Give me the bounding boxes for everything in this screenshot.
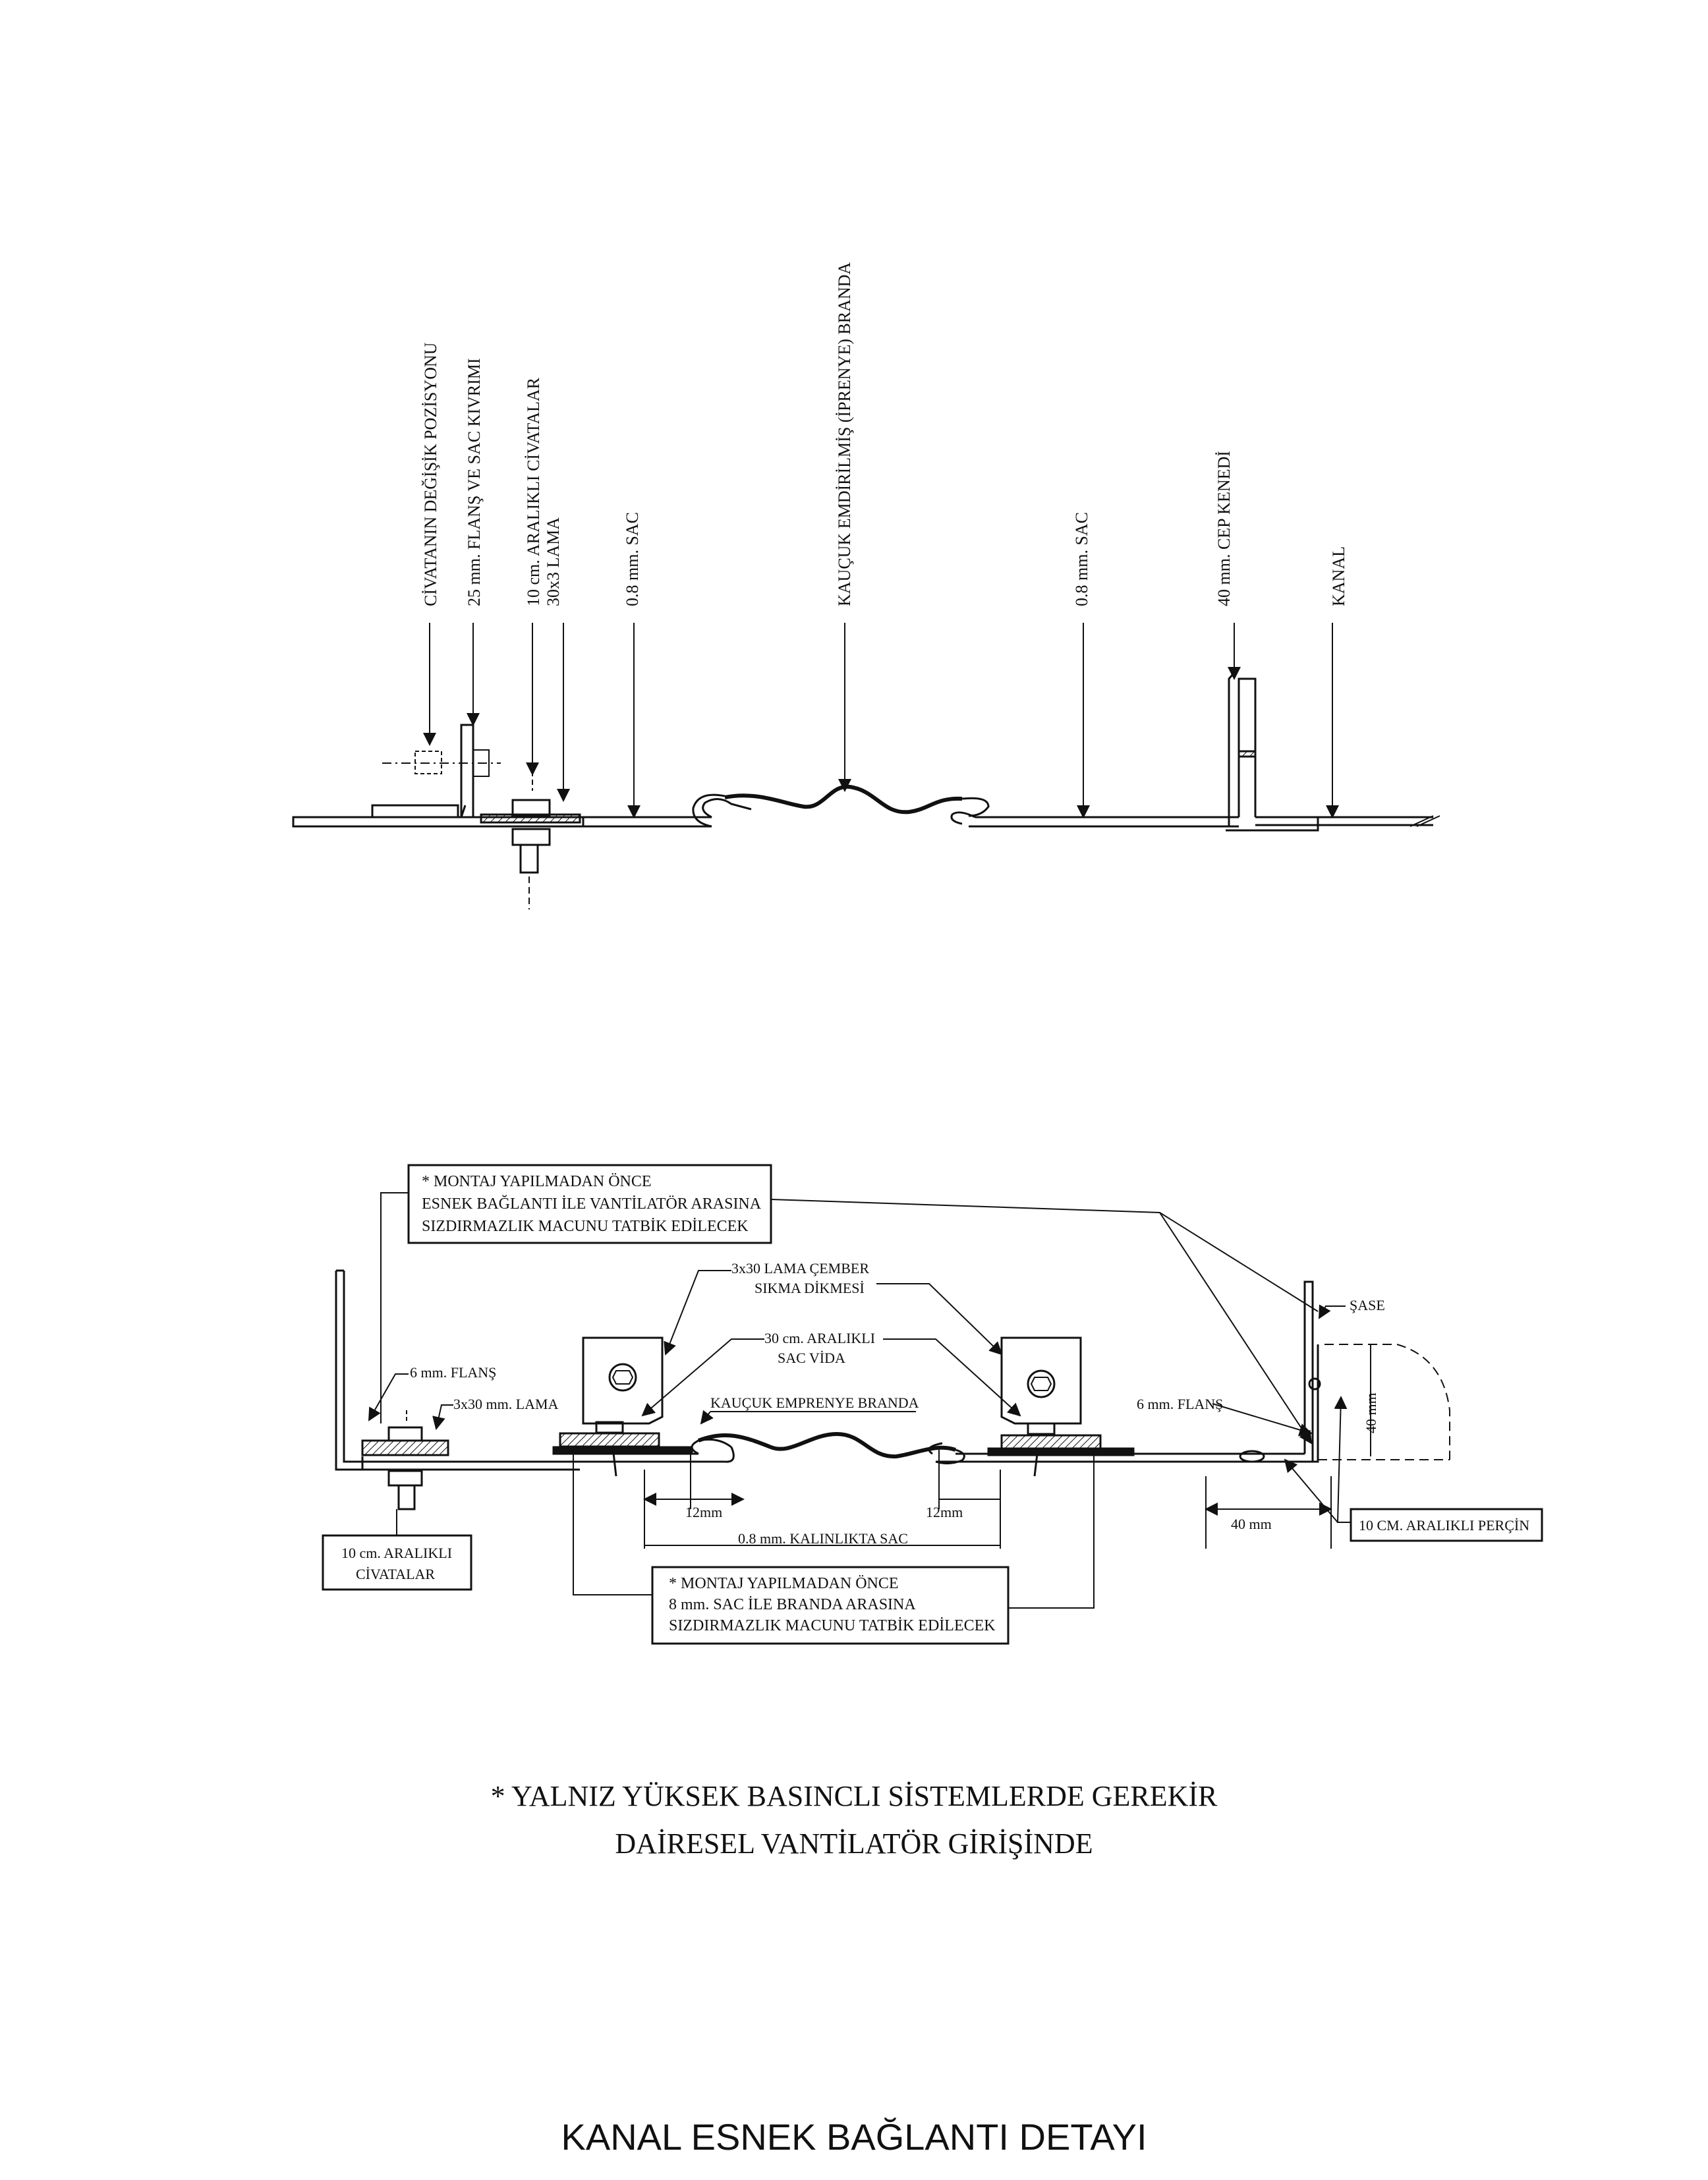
- label-bolts-box-1: 10 cm. ARALIKLI: [341, 1545, 452, 1561]
- label-dim-12-left: 12mm: [685, 1504, 722, 1520]
- bottom-leader-lines: [368, 1270, 1351, 1609]
- label-band-clamp-2: SIKMA DİKMESİ: [754, 1280, 865, 1296]
- label-pocket-seam: 40 mm. CEP KENEDİ: [1214, 451, 1234, 606]
- label-flat-bar: 30x3 LAMA: [544, 517, 563, 606]
- top-leader-lines: [423, 623, 1339, 818]
- label-canvas: KAUÇUK EMDİRİLMİŞ (İPRENYE) BRANDA: [835, 262, 854, 606]
- bottom-section-diagram: * MONTAJ YAPILMADAN ÖNCE ESNEK BAĞLANTI …: [322, 1164, 1543, 1645]
- note-bottom-box: * MONTAJ YAPILMADAN ÖNCE 8 mm. SAC İLE B…: [651, 1566, 1010, 1645]
- label-sheet-left: 0.8 mm. SAC: [623, 512, 642, 606]
- label-duct: KANAL: [1329, 546, 1348, 606]
- note-bottom-line-3: SIZDIRMAZLIK MACUNU TATBİK EDİLECEK: [669, 1617, 996, 1634]
- note-bottom-line-2: 8 mm. SAC İLE BRANDA ARASINA: [669, 1596, 916, 1613]
- label-sheet-thickness: 0.8 mm. KALINLIKTA SAC: [738, 1530, 908, 1547]
- top-labels: CİVATANIN DEĞİŞİK POZİSYONU 25 mm. FLANŞ…: [421, 262, 1348, 606]
- caption-line-2: DAİRESEL VANTİLATÖR GİRİŞİNDE: [615, 1827, 1093, 1860]
- drawing-title: KANAL ESNEK BAĞLANTI DETAYI: [561, 2116, 1147, 2158]
- label-band-clamp-1: 3x30 LAMA ÇEMBER: [731, 1260, 869, 1276]
- label-bolts-10cm: 10 cm. ARALIKLI CİVATALAR: [524, 377, 543, 606]
- label-bolts-box-2: CİVATALAR: [356, 1566, 435, 1582]
- label-dim-12-right: 12mm: [926, 1504, 963, 1520]
- note-top-line-3: SIZDIRMAZLIK MACUNU TATBİK EDİLECEK: [422, 1218, 749, 1235]
- note-bottom-line-1: * MONTAJ YAPILMADAN ÖNCE: [669, 1575, 899, 1592]
- note-top-line-1: * MONTAJ YAPILMADAN ÖNCE: [422, 1173, 652, 1190]
- label-screws-1: 30 cm. ARALIKLI: [764, 1330, 875, 1346]
- note-top-line-2: ESNEK BAĞLANTI İLE VANTİLATÖR ARASINA: [422, 1195, 762, 1213]
- top-geometry: [292, 673, 1440, 909]
- label-bolt-position: CİVATANIN DEĞİŞİK POZİSYONU: [421, 342, 440, 606]
- bottom-geometry: [335, 1269, 1450, 1510]
- note-top-box: * MONTAJ YAPILMADAN ÖNCE ESNEK BAĞLANTI …: [407, 1164, 772, 1244]
- label-flat-bar-bottom: 3x30 mm. LAMA: [453, 1396, 559, 1412]
- label-chassis: ŞASE: [1350, 1297, 1385, 1313]
- label-rivets: 10 CM. ARALIKLI PERÇİN: [1359, 1517, 1529, 1534]
- label-sheet-right: 0.8 mm. SAC: [1072, 512, 1091, 606]
- label-flange-right: 6 mm. FLANŞ: [1137, 1396, 1223, 1412]
- label-flange-left: 6 mm. FLANŞ: [410, 1364, 496, 1381]
- rivet-box: 10 CM. ARALIKLI PERÇİN: [1350, 1508, 1543, 1542]
- label-dim-40-horizontal: 40 mm: [1231, 1516, 1272, 1532]
- bolts-box: 10 cm. ARALIKLI CİVATALAR: [322, 1534, 472, 1591]
- label-screws-2: SAC VİDA: [778, 1350, 845, 1366]
- top-section-diagram: CİVATANIN DEĞİŞİK POZİSYONU 25 mm. FLANŞ…: [292, 262, 1440, 909]
- label-rubber-canvas: KAUÇUK EMPRENYE BRANDA: [710, 1394, 919, 1411]
- caption-line-1: * YALNIZ YÜKSEK BASINCLI SİSTEMLERDE GER…: [491, 1780, 1218, 1812]
- note-top-leaders: [380, 1192, 1319, 1445]
- label-flange-bend: 25 mm. FLANŞ VE SAC KIVRIMI: [465, 358, 484, 606]
